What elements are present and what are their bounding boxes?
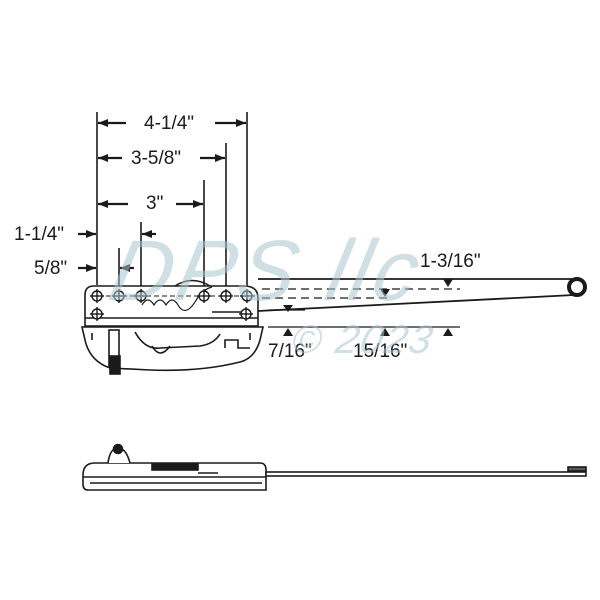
dim-label-5-8: 5/8" — [32, 258, 70, 279]
extension-lines — [96, 112, 248, 288]
pivot-rivet — [239, 307, 253, 321]
mounting-holes — [90, 289, 258, 321]
dim-label-3-5-8: 3-5/8" — [129, 148, 184, 169]
arm-roller — [567, 277, 587, 297]
dimension-arrows — [78, 119, 246, 272]
operator-base-plate — [84, 279, 259, 327]
operator-housing — [80, 326, 265, 375]
operator-arm — [257, 278, 577, 328]
offset-markers — [283, 279, 453, 336]
dim-label-15-16: 15/16" — [353, 341, 408, 362]
dim-label-7-16: 7/16" — [268, 341, 312, 362]
dim-label-1-1-4: 1-1/4" — [12, 224, 67, 245]
dim-label-1-3-16: 1-3/16" — [420, 251, 481, 272]
dim-label-4-1-4: 4-1/4" — [142, 113, 197, 134]
dim-label-3: 3" — [144, 193, 166, 214]
side-view — [82, 443, 587, 491]
hole-7 — [90, 307, 104, 321]
